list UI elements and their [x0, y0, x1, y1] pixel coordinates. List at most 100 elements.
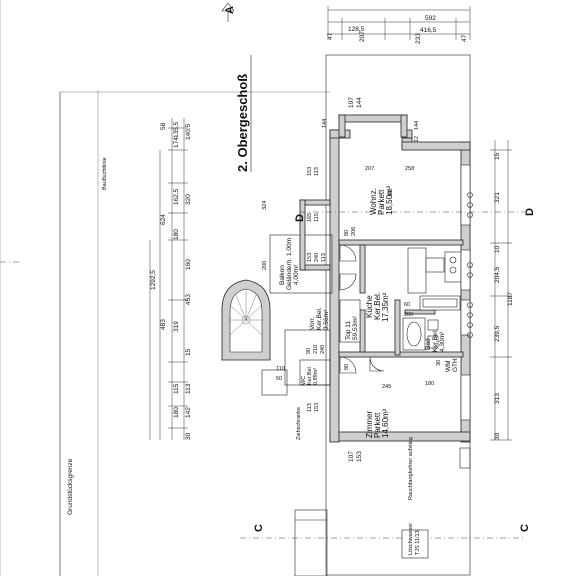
misc-dim-2: 113 — [314, 167, 320, 176]
svg-text:3,56m²: 3,56m² — [323, 309, 330, 330]
windows — [460, 164, 471, 421]
misc-dim-1: 153 — [307, 167, 313, 176]
wc-block — [261, 329, 331, 396]
misc-dim-21: 80 — [344, 364, 350, 370]
right-dim-3: 239,5 — [494, 325, 501, 342]
room-wc: WC Ker.Bel. 0,99m² — [301, 365, 319, 385]
bay-dim-height: 144 — [356, 97, 363, 108]
left-dim-17: 58 — [160, 122, 167, 130]
svg-text:Ker.Bel.: Ker.Bel. — [307, 365, 313, 385]
bay-dim-small: 12 — [414, 136, 420, 142]
misc-dim-7: 113 — [321, 253, 327, 262]
room-wohnzimmer: Wohnz. Parkett 18,50m² — [369, 185, 394, 215]
section-label-c-right: C — [519, 524, 531, 532]
section-label-d-right: D — [524, 208, 536, 216]
legend-box: Löschwasser TJS 11/13 — [401, 523, 429, 559]
note-fire: Ziehschranke — [296, 407, 302, 440]
svg-text:TJS 11/13: TJS 11/13 — [415, 530, 421, 555]
svg-text:0,99m²: 0,99m² — [313, 368, 319, 385]
bay-dim-wall-left: 144 — [322, 119, 328, 128]
right-dimension-chain — [490, 140, 512, 441]
balcony-wing — [269, 199, 333, 294]
room-bad: Bad Ker.Bel. 4,30m² — [425, 329, 446, 352]
right-dim-6: 10 — [494, 245, 501, 253]
misc-dim-29: 30 — [436, 360, 442, 366]
misc-dim-8: 324 — [262, 201, 268, 210]
wm-label: WM — [445, 360, 452, 372]
svg-text:Ker.Bel.: Ker.Bel. — [316, 307, 323, 330]
svg-text:WC: WC — [301, 376, 307, 385]
misc-dim-25: 153 — [314, 403, 320, 412]
bay-dim-width: 107 — [348, 97, 355, 108]
exterior-walls — [329, 114, 471, 443]
lower-structure — [294, 447, 471, 576]
misc-dim-6: 240 — [314, 253, 320, 262]
top-dim-6: 592 — [425, 15, 436, 22]
left-dim-5: 113 — [185, 383, 192, 394]
top-dim-1: 47 — [327, 32, 334, 40]
misc-dim-15: 200 — [404, 312, 413, 318]
left-dim-12: 180 — [173, 229, 180, 240]
svg-text:59,53m²: 59,53m² — [352, 315, 359, 340]
misc-dim-17: 210 — [313, 345, 319, 354]
svg-text:Bad: Bad — [425, 338, 432, 350]
doors — [339, 244, 385, 374]
room-kueche: Küche Ker.Bel. 17,35m² — [365, 292, 390, 322]
left-dim-18: 135,5 — [173, 121, 180, 138]
left-dim-14: 162,5 — [173, 188, 180, 205]
svg-text:Küche: Küche — [365, 295, 374, 318]
svg-text:Balkon: Balkon — [279, 265, 286, 285]
svg-text:Parkett: Parkett — [373, 412, 382, 438]
svg-text:Löschwasser: Löschwasser — [408, 523, 414, 555]
top-dim-4: 233 — [415, 33, 422, 44]
building-line-label: Baufluchtlinie — [102, 157, 108, 190]
svg-text:Zimmer: Zimmer — [365, 411, 374, 438]
left-dim-16: 174 — [173, 137, 180, 148]
bay-dim-wall-right: 144 — [414, 121, 420, 130]
svg-text:Geländerh. 1,00m: Geländerh. 1,00m — [286, 238, 293, 290]
left-dim-11: 160 — [185, 259, 192, 270]
misc-dim-10: 258 — [405, 166, 414, 172]
svg-text:18,50m²: 18,50m² — [385, 185, 394, 215]
right-dim-8: 15 — [494, 152, 501, 160]
stair-tower — [221, 279, 271, 361]
left-dim-13: 624 — [160, 214, 167, 225]
misc-dim-13: 206 — [351, 227, 357, 236]
svg-text:17,35m²: 17,35m² — [381, 292, 390, 322]
room-vorraum: Vorr. Ker.Bel. 3,56m² — [309, 307, 330, 330]
misc-dim-28: 80 — [388, 190, 394, 196]
left-dim-10: 15 — [185, 348, 192, 356]
svg-text:Parkett: Parkett — [377, 189, 386, 215]
right-dim-5: 204,5 — [494, 266, 501, 283]
misc-dim-18: 240 — [320, 345, 326, 354]
top-dim-7: 47 — [461, 34, 468, 42]
misc-dim-22: 245 — [382, 384, 391, 390]
property-boundary-label: Grundstücksgrenze — [67, 458, 74, 515]
right-dim-4: 1187 — [507, 292, 514, 306]
svg-text:Wohnz.: Wohnz. — [369, 188, 378, 215]
misc-dim-20: 110 — [276, 366, 285, 372]
right-dim-1: 30 — [494, 432, 501, 440]
left-dim-6: 319 — [173, 321, 180, 332]
top-dimension-chain — [327, 6, 471, 40]
misc-dim-24: 113 — [307, 403, 313, 412]
balcony-label: Balkon Geländerh. 1,00m 4,00m² — [279, 238, 300, 290]
room-zimmer: Zimmer Parkett 14,60m² — [365, 408, 390, 438]
misc-dim-26: 107 — [348, 451, 355, 462]
top-dim-2: 128,5 — [348, 26, 365, 33]
misc-dim-11: 207 — [365, 166, 374, 172]
misc-dim-19: 50 — [276, 376, 282, 382]
top-dim-5: 416,5 — [420, 27, 437, 34]
misc-dim-5: 153 — [307, 253, 313, 262]
misc-dim-23: 180 — [425, 381, 434, 387]
note-smoke: Rauchfangkehrer aufstieg — [408, 437, 414, 500]
section-label-a: A — [224, 6, 236, 14]
kitchen-fittings — [407, 247, 462, 311]
gth-label: GTH — [452, 358, 459, 372]
left-dim-3: 180 — [173, 407, 180, 418]
floor-title: 2. Obergeschoß — [235, 74, 250, 172]
top-dim-3: 207 — [359, 31, 366, 42]
left-dim-8: 453 — [185, 294, 192, 305]
left-dim-4: 115 — [173, 383, 180, 394]
